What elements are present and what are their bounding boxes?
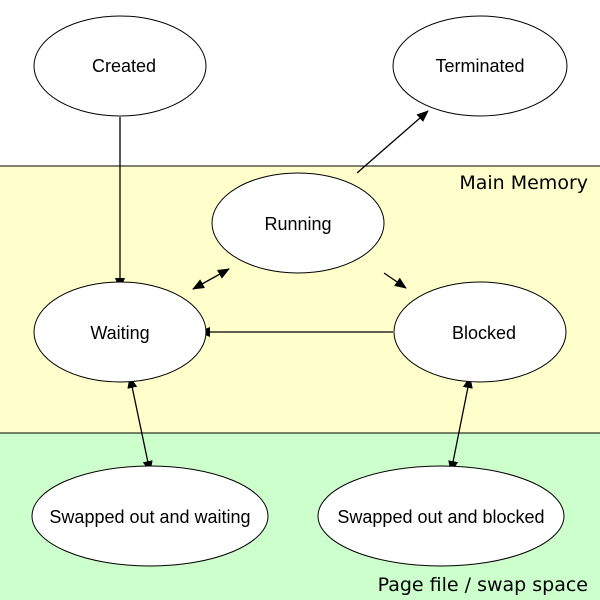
- edge-waiting-running: [192, 268, 230, 290]
- node-blocked-shape: [393, 281, 567, 383]
- node-terminated-shape: [392, 15, 568, 117]
- main-memory-label: Main Memory: [459, 172, 588, 194]
- node-swapped-out-waiting-label: Swapped out and waiting: [49, 507, 250, 527]
- edge-blocked-swapped-blocked: [448, 376, 473, 473]
- node-waiting-shape: [33, 281, 207, 383]
- edge-running-to-terminated: [356, 110, 429, 174]
- node-waiting: Waiting: [33, 281, 207, 383]
- node-waiting-label: Waiting: [90, 323, 149, 343]
- node-created-label: Created: [92, 56, 156, 76]
- node-created: Created: [33, 15, 207, 117]
- node-running: Running: [211, 172, 385, 274]
- node-terminated: Terminated: [392, 15, 568, 117]
- node-swapped-out-blocked-shape: [317, 465, 565, 567]
- edge-waiting-swapped-waiting: [127, 376, 153, 473]
- node-blocked: Blocked: [393, 281, 567, 383]
- edge-running-to-blocked: [383, 272, 407, 289]
- node-swapped-out-waiting-shape: [31, 465, 269, 567]
- node-created-shape: [33, 15, 207, 117]
- node-running-shape: [211, 172, 385, 274]
- node-swapped-out-waiting: Swapped out and waiting: [31, 465, 269, 567]
- node-running-label: Running: [264, 214, 331, 234]
- node-terminated-label: Terminated: [435, 56, 524, 76]
- swap-space-label: Page file / swap space: [378, 574, 588, 596]
- node-blocked-label: Blocked: [452, 323, 516, 343]
- node-swapped-out-blocked-label: Swapped out and blocked: [337, 507, 544, 527]
- node-swapped-out-blocked: Swapped out and blocked: [317, 465, 565, 567]
